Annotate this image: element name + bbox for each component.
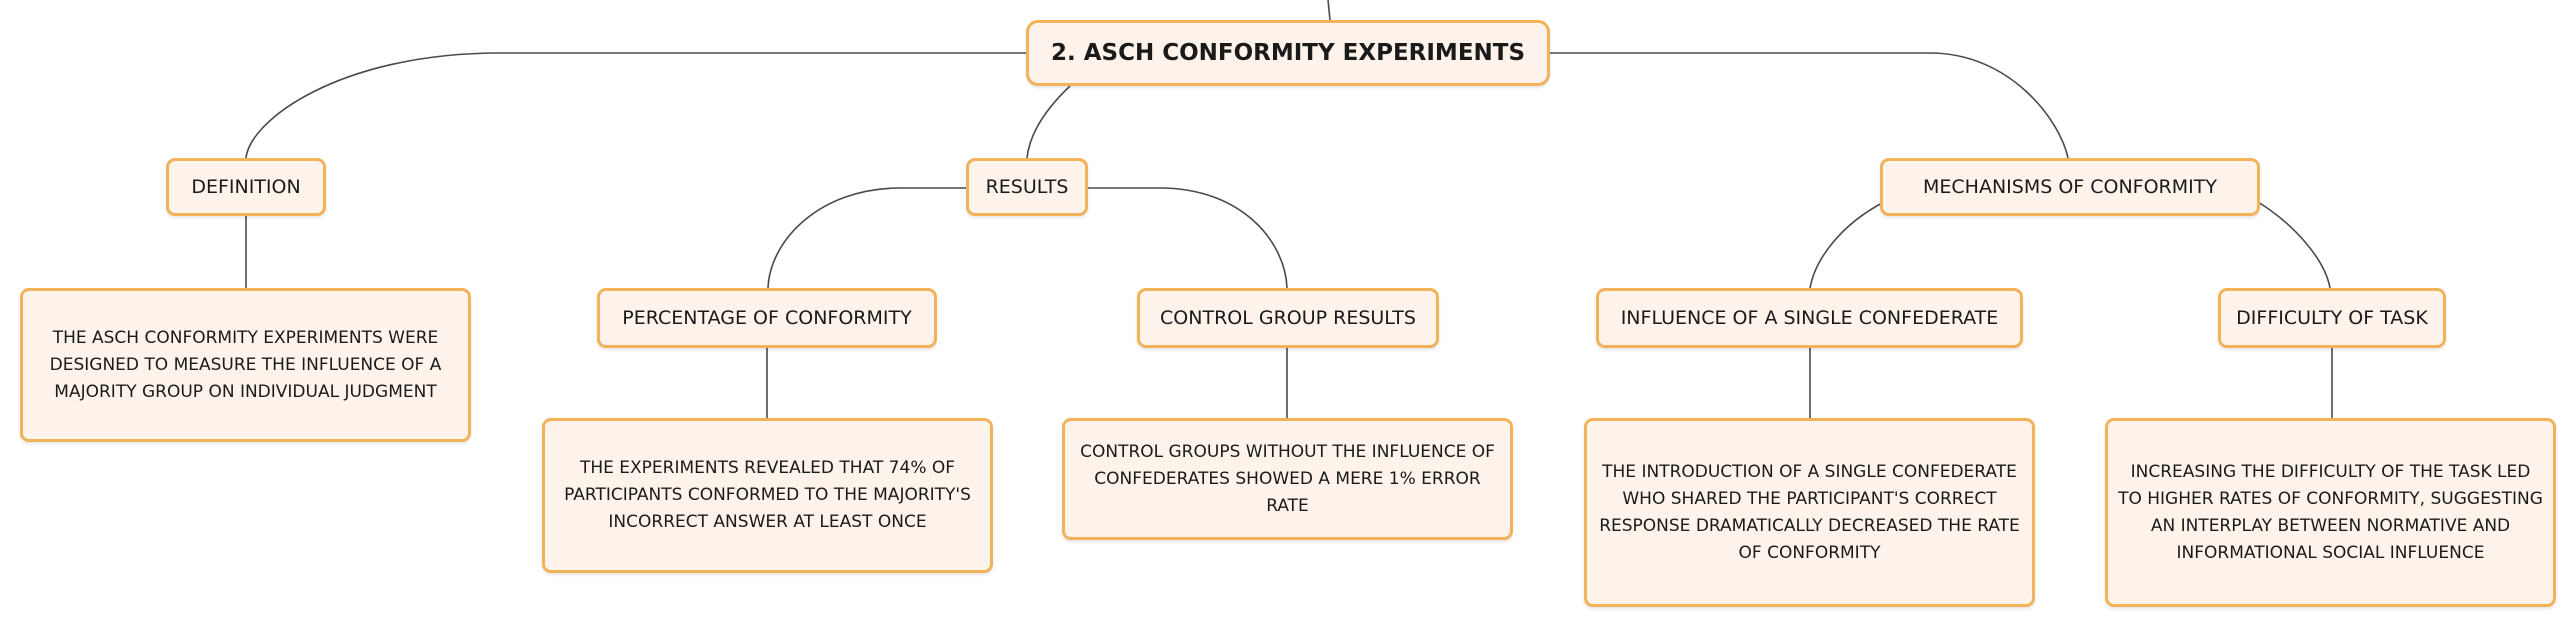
difficulty-detail-text: INCREASING THE DIFFICULTY OF THE TASK LE…	[2118, 461, 2543, 563]
difficulty-node[interactable]: DIFFICULTY OF TASK	[2218, 288, 2446, 348]
connector-root-definition	[245, 52, 1026, 159]
control-detail-text: CONTROL GROUPS WITHOUT THE INFLUENCE OF …	[1080, 441, 1495, 516]
definition-node[interactable]: DEFINITION	[166, 158, 326, 216]
control-label: CONTROL GROUP RESULTS	[1160, 307, 1416, 329]
percentage-label: PERCENTAGE OF CONFORMITY	[622, 307, 912, 329]
connector-results-percentage	[767, 187, 966, 289]
difficulty-label: DIFFICULTY OF TASK	[2236, 307, 2428, 329]
difficulty-detail-node[interactable]: INCREASING THE DIFFICULTY OF THE TASK LE…	[2105, 418, 2556, 607]
mechanisms-node[interactable]: MECHANISMS OF CONFORMITY	[1880, 158, 2260, 216]
root-topic-node[interactable]: 2. ASCH CONFORMITY EXPERIMENTS	[1026, 20, 1550, 86]
connector-results-control	[1088, 187, 1288, 289]
connector-root-results	[1026, 85, 1071, 159]
percentage-node[interactable]: PERCENTAGE OF CONFORMITY	[597, 288, 937, 348]
root-topic-label: 2. ASCH CONFORMITY EXPERIMENTS	[1050, 40, 1526, 66]
percentage-detail-text: THE EXPERIMENTS REVEALED THAT 74% OF PAR…	[564, 458, 971, 532]
connector-parent-root	[1327, 0, 1331, 21]
percentage-detail-node[interactable]: THE EXPERIMENTS REVEALED THAT 74% OF PAR…	[542, 418, 993, 573]
control-detail-node[interactable]: CONTROL GROUPS WITHOUT THE INFLUENCE OF …	[1062, 418, 1513, 540]
mechanisms-label: MECHANISMS OF CONFORMITY	[1923, 176, 2217, 198]
results-label: RESULTS	[985, 176, 1069, 198]
definition-detail-text: THE ASCH CONFORMITY EXPERIMENTS WERE DES…	[49, 327, 442, 402]
single-confederate-node[interactable]: INFLUENCE OF A SINGLE CONFEDERATE	[1596, 288, 2023, 348]
single-confederate-detail-text: THE INTRODUCTION OF A SINGLE CONFEDERATE…	[1599, 461, 2020, 563]
connector-root-mechanisms	[1550, 52, 2069, 159]
control-node[interactable]: CONTROL GROUP RESULTS	[1137, 288, 1439, 348]
single-confederate-detail-node[interactable]: THE INTRODUCTION OF A SINGLE CONFEDERATE…	[1584, 418, 2035, 607]
single-confederate-label: INFLUENCE OF A SINGLE CONFEDERATE	[1620, 307, 1999, 329]
results-node[interactable]: RESULTS	[966, 158, 1088, 216]
connector-mechanisms-difficulty	[2257, 201, 2331, 289]
definition-label: DEFINITION	[191, 176, 301, 198]
definition-detail-node[interactable]: THE ASCH CONFORMITY EXPERIMENTS WERE DES…	[20, 288, 471, 442]
connector-mechanisms-single	[1809, 201, 1885, 289]
